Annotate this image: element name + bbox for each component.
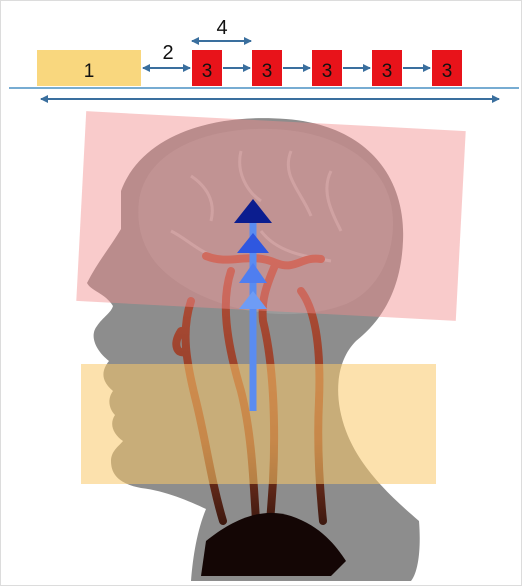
block-1-label: 1 [84,61,95,82]
pulse-label: 3 [442,61,453,82]
pulse-3: 3 [312,50,342,86]
period-label: 4 [216,17,227,39]
pulse-1: 3 [192,50,222,86]
pulse-label: 3 [382,61,393,82]
pulse-5: 3 [432,50,462,86]
pulse-label: 3 [262,61,273,82]
brain-imaging-slab [76,111,465,321]
sequence-timeline: 1 2 4 3 3 3 3 3 [9,17,519,99]
neck-labeling-slab [81,364,436,484]
pulse-label: 3 [322,61,333,82]
gap-label: 2 [162,42,173,64]
pulse-label: 3 [202,61,213,82]
pulse-4: 3 [372,50,402,86]
pulse-2: 3 [252,50,282,86]
